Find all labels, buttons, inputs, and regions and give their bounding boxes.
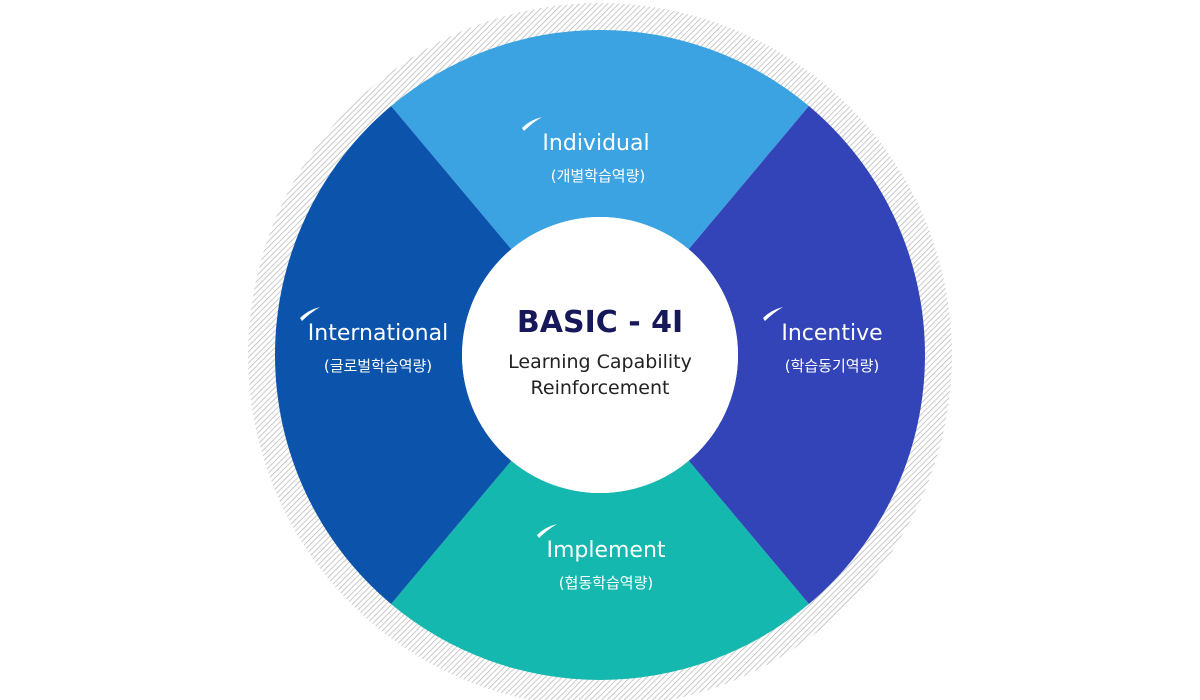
accent-stroke-icon bbox=[522, 117, 542, 131]
accent-stroke-icon bbox=[300, 307, 320, 321]
center-title: BASIC - 4I bbox=[517, 305, 683, 340]
segment-incentive-subtitle: (학습동기역량) bbox=[785, 357, 880, 375]
center-subtitle-line1: Learning Capability bbox=[508, 351, 692, 373]
accent-stroke-icon bbox=[763, 307, 783, 321]
center-subtitle-line2: Reinforcement bbox=[531, 377, 670, 399]
segment-incentive bbox=[688, 106, 925, 604]
segment-individual-title: Individual bbox=[542, 131, 649, 156]
segment-implement-subtitle: (협동학습역량) bbox=[559, 574, 654, 592]
segment-individual-subtitle: (개별학습역량) bbox=[551, 167, 646, 185]
segment-implement bbox=[391, 460, 809, 680]
segment-international-title: International bbox=[308, 321, 448, 346]
segment-incentive-title: Incentive bbox=[781, 321, 882, 346]
segment-individual bbox=[391, 30, 809, 250]
segment-implement-title: Implement bbox=[546, 538, 665, 563]
center-circle bbox=[462, 217, 738, 493]
accent-stroke-icon bbox=[537, 524, 557, 538]
segment-international bbox=[275, 106, 512, 604]
segment-international-subtitle: (글로벌학습역량) bbox=[324, 357, 432, 375]
